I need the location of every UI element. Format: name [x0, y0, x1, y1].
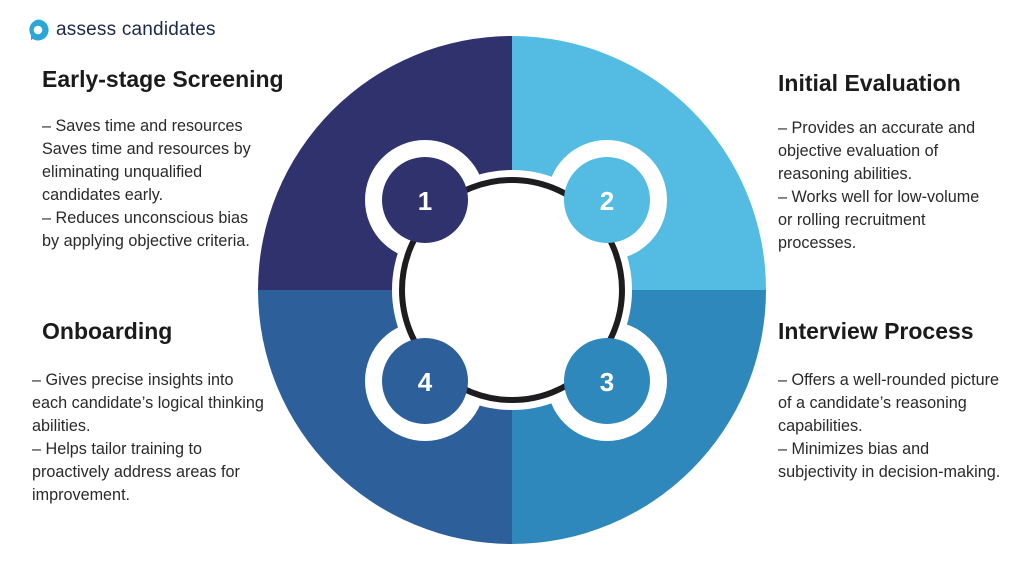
stage-1-title: Early-stage Screening	[42, 66, 284, 92]
stage-2-description: – Provides an accurate and objective eva…	[778, 117, 996, 255]
stage-2-title: Initial Evaluation	[778, 70, 961, 96]
brand-name: assess candidates	[56, 19, 216, 40]
stage-3-title: Interview Process	[778, 318, 974, 344]
stage-4-point-2: – Helps tailor training to proactively a…	[32, 440, 240, 504]
stage-1-point-2: – Reduces unconscious bias by applying o…	[42, 209, 250, 250]
stage-2-point-2: – Works well for low-volume or rolling r…	[778, 188, 980, 252]
step-number-2: 2	[600, 186, 614, 216]
stage-2-point-1: – Provides an accurate and objective eva…	[778, 119, 976, 183]
stage-3-description: – Offers a well-rounded picture of a can…	[778, 369, 1002, 484]
step-number-4: 4	[418, 367, 433, 397]
step-bubble-3	[564, 338, 650, 424]
stage-4-description: – Gives precise insights into each candi…	[32, 369, 268, 507]
connector-ring	[399, 177, 625, 403]
stage-1-point-1: – Saves time and resources Saves time an…	[42, 117, 251, 204]
step-bubble-1	[382, 157, 468, 243]
step-number-1: 1	[418, 186, 432, 216]
step-bubble-2	[564, 157, 650, 243]
stage-4-point-1: – Gives precise insights into each candi…	[32, 371, 264, 435]
stage-1-description: – Saves time and resources Saves time an…	[42, 115, 264, 253]
step-number-3: 3	[600, 367, 614, 397]
stage-3-point-2: – Minimizes bias and subjectivity in dec…	[778, 440, 1001, 481]
brand-logo: assess candidates	[26, 16, 216, 44]
stage-3-point-1: – Offers a well-rounded picture of a can…	[778, 371, 1000, 435]
stage-4-title: Onboarding	[42, 318, 173, 344]
location-pin-icon	[29, 19, 49, 41]
step-bubble-4	[382, 338, 468, 424]
